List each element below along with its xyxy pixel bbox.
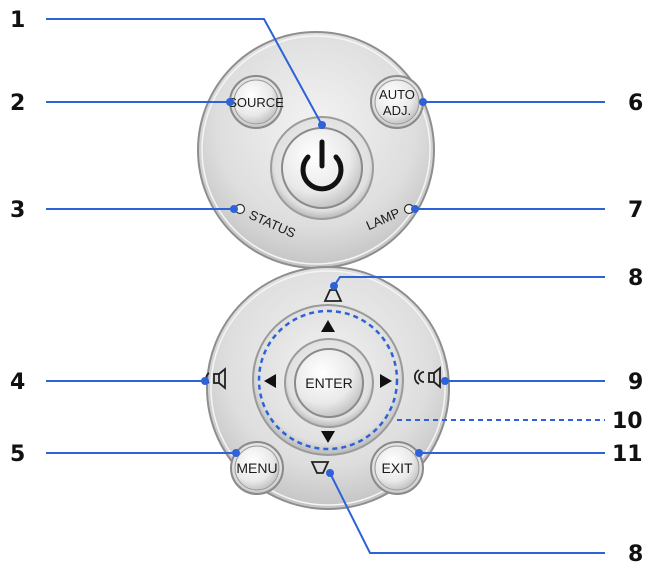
arrow-down-icon[interactable] (321, 431, 335, 443)
arrow-up-icon[interactable] (321, 320, 335, 332)
source-label: SOURCE (228, 95, 284, 110)
leader-dot-1 (318, 121, 326, 129)
exit-button[interactable]: EXIT (370, 441, 424, 495)
callout-1: 1 (10, 8, 25, 33)
leader-dot-5 (232, 449, 240, 457)
exit-label: EXIT (381, 460, 413, 476)
callout-6: 6 (628, 91, 643, 116)
power-button[interactable] (270, 116, 374, 220)
menu-button[interactable]: MENU (230, 441, 284, 495)
callout-4: 4 (10, 370, 25, 395)
keystone-down-icon[interactable] (310, 461, 330, 474)
leader-dot-11 (415, 449, 423, 457)
leader-dot-9 (441, 377, 449, 385)
source-button[interactable]: SOURCE (228, 75, 284, 129)
callout-numbers: 1 2 3 4 5 6 7 8 9 10 11 8 (10, 8, 643, 567)
leader-line-1 (46, 18, 323, 126)
auto-adj-button[interactable]: AUTO ADJ. (370, 75, 424, 129)
leader-dot-2 (226, 98, 234, 106)
leader-dot-7 (411, 205, 419, 213)
menu-label: MENU (236, 460, 277, 476)
leader-dot-3 (230, 205, 238, 213)
callout-8-top: 8 (628, 266, 643, 291)
callout-11: 11 (612, 442, 643, 467)
leader-lines (46, 18, 605, 554)
arrow-left-icon[interactable] (264, 374, 276, 388)
callout-7: 7 (628, 198, 643, 223)
arrow-right-icon[interactable] (380, 374, 392, 388)
callout-2: 2 (10, 91, 25, 116)
auto-adj-label-line2: ADJ. (383, 103, 411, 118)
volume-up-icon[interactable] (413, 366, 441, 389)
leader-dot-4 (201, 377, 209, 385)
callout-5: 5 (10, 442, 25, 467)
auto-adj-label-line1: AUTO (379, 87, 415, 102)
leader-dot-8-top (330, 282, 338, 290)
leader-dot-6 (419, 98, 427, 106)
top-panel: SOURCE AUTO ADJ. STATUS LAMP (197, 31, 435, 269)
callout-10: 10 (612, 409, 643, 434)
bottom-panel: ENTER MENU EXIT (205, 266, 450, 510)
power-icon (300, 139, 344, 192)
callout-8-bottom: 8 (628, 542, 643, 567)
leader-dot-8-bottom (326, 469, 334, 477)
callout-3: 3 (10, 198, 25, 223)
enter-label: ENTER (305, 375, 352, 391)
enter-button[interactable]: ENTER (284, 338, 374, 428)
leader-line-8-bottom (329, 472, 605, 554)
callout-9: 9 (628, 370, 643, 395)
